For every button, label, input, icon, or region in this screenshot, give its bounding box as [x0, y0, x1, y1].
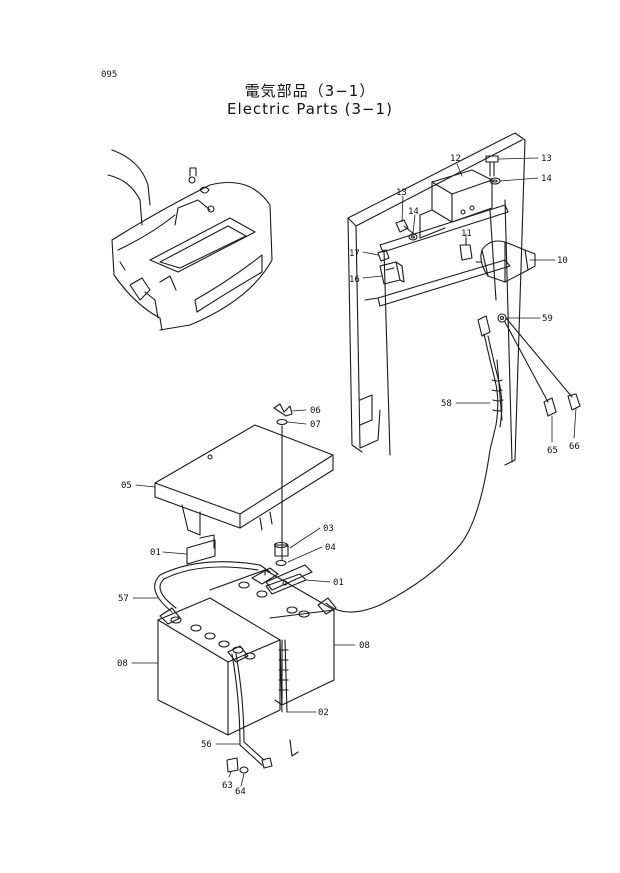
bolt-left [395, 219, 418, 241]
label-12: 12 [450, 154, 461, 164]
battery-cover [154, 424, 334, 536]
wing-nut [273, 403, 293, 561]
label-64: 64 [235, 787, 246, 797]
title-japanese: 電気部品（3−1） [244, 82, 376, 100]
page-number: 095 [101, 70, 118, 80]
label-14-top: 14 [541, 174, 552, 184]
battery-cable-58 [325, 315, 504, 613]
label-08-right: 08 [359, 641, 370, 651]
label-11: 11 [461, 229, 472, 239]
label-17: 17 [349, 249, 360, 259]
label-57: 57 [118, 594, 129, 604]
label-05: 05 [121, 481, 132, 491]
label-16: 16 [349, 275, 360, 285]
ground-cable-56 [231, 653, 299, 769]
label-58: 58 [441, 399, 452, 409]
washer-64 [239, 766, 249, 774]
label-02: 02 [318, 708, 329, 718]
relay-bracket [419, 169, 493, 239]
label-06: 06 [310, 406, 321, 416]
label-63: 63 [222, 781, 233, 791]
washer-04 [275, 559, 287, 567]
hold-bracket-left [186, 534, 216, 565]
label-01-right: 01 [333, 578, 344, 588]
relay [475, 240, 536, 283]
battery-right [209, 564, 337, 706]
bolt-17 [377, 249, 390, 262]
label-07: 07 [310, 420, 321, 430]
label-04: 04 [325, 543, 336, 553]
machine-body [107, 149, 273, 331]
cable-59 [497, 313, 581, 417]
label-65: 65 [547, 446, 558, 456]
fuse-holder [459, 237, 473, 261]
label-08-left: 08 [117, 659, 128, 669]
label-14-left: 14 [408, 207, 419, 217]
label-56: 56 [201, 740, 212, 750]
label-13-left: 13 [396, 188, 407, 198]
bolt-top [485, 155, 501, 185]
label-03: 03 [323, 524, 334, 534]
nut-63 [226, 757, 239, 773]
battery-cable-57 [154, 561, 271, 613]
hold-rod [278, 639, 289, 713]
mounting-frame [347, 132, 526, 466]
label-10: 10 [557, 256, 568, 266]
title-english: Electric Parts (3−1) [227, 100, 393, 118]
label-66: 66 [569, 442, 580, 452]
battery-left [157, 597, 281, 736]
label-13-top: 13 [541, 154, 552, 164]
label-01-left: 01 [150, 548, 161, 558]
relay-16 [379, 261, 405, 285]
label-59: 59 [542, 314, 553, 324]
nut-03 [273, 541, 289, 557]
leader-lines [131, 157, 577, 787]
